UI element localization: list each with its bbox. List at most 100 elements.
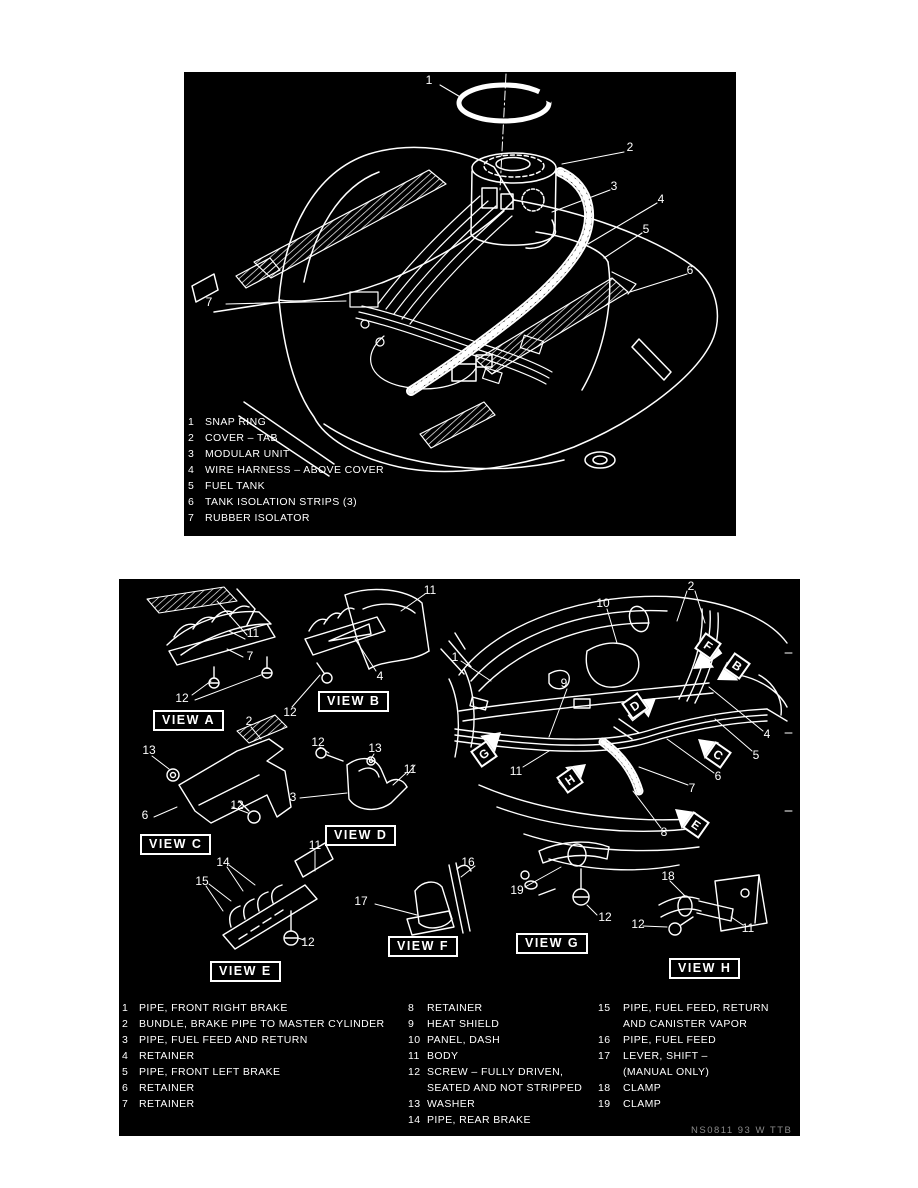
legend-label: CLAMP — [623, 1098, 662, 1110]
view-c-label: VIEW C — [140, 834, 212, 855]
legend-num: 12 — [408, 1066, 421, 1078]
legend-num: 7 — [188, 512, 195, 524]
legend-num: 2 — [122, 1018, 129, 1030]
legend-num: 7 — [122, 1098, 129, 1110]
legend-label: RETAINER — [139, 1050, 195, 1062]
view-f-label: VIEW F — [388, 936, 459, 957]
legend-label: PIPE, FRONT LEFT BRAKE — [139, 1066, 281, 1078]
callout-12: 12 — [283, 705, 297, 719]
callout-12: 12 — [301, 935, 315, 949]
legend-label: WIRE HARNESS – ABOVE COVER — [205, 464, 385, 476]
view-h-label: VIEW H — [669, 958, 741, 979]
legend-label: BUNDLE, BRAKE PIPE TO MASTER CYLINDER — [139, 1018, 385, 1030]
legend-num: 15 — [598, 1002, 611, 1014]
legend-num: 17 — [598, 1050, 611, 1062]
legend-label: PIPE, FRONT RIGHT BRAKE — [139, 1002, 288, 1014]
callout-1: 1 — [451, 650, 459, 664]
legend-num: 9 — [408, 1018, 415, 1030]
legend-num: 16 — [598, 1034, 611, 1046]
legend-label: RETAINER — [139, 1098, 195, 1110]
legend-num: 4 — [188, 464, 195, 476]
callout-4: 4 — [376, 669, 384, 683]
callout-6: 6 — [141, 808, 149, 822]
callout-2: 2 — [626, 140, 634, 154]
callout-12: 12 — [311, 735, 325, 749]
view-a-label: VIEW A — [153, 710, 224, 731]
legend-row: 16 PIPE, FUEL FEED — [598, 1035, 716, 1046]
legend-label: SCREW – FULLY DRIVEN, — [427, 1066, 564, 1078]
legend-label: FUEL TANK — [205, 480, 266, 492]
legend-label: PIPE, FUEL FEED — [623, 1034, 717, 1046]
callout-1: 1 — [425, 73, 433, 87]
callout-12: 12 — [598, 910, 612, 924]
legend-num — [408, 1083, 427, 1094]
legend-row: 3 MODULAR UNIT — [188, 449, 290, 460]
legend-label: PIPE, FUEL FEED, RETURN — [623, 1002, 769, 1014]
legend-label: SEATED AND NOT STRIPPED — [427, 1082, 583, 1094]
legend-row: 7 RETAINER — [122, 1099, 195, 1110]
legend-label: HEAT SHIELD — [427, 1018, 500, 1030]
legend-row: 12 SCREW – FULLY DRIVEN, — [408, 1067, 563, 1078]
view-d-label: VIEW D — [325, 825, 397, 846]
legend-num: 6 — [122, 1082, 129, 1094]
callout-7: 7 — [246, 649, 254, 663]
legend-label: LEVER, SHIFT – — [623, 1050, 708, 1062]
legend-label: CLAMP — [623, 1082, 662, 1094]
legend-num: 11 — [408, 1050, 420, 1062]
legend-row: AND CANISTER VAPOR — [598, 1019, 747, 1030]
legend-row: 15 PIPE, FUEL FEED, RETURN — [598, 1003, 769, 1014]
callout-11: 11 — [423, 583, 437, 597]
legend-row: 17 LEVER, SHIFT – — [598, 1051, 708, 1062]
legend-num: 5 — [122, 1066, 129, 1078]
figure-reference-code: NS0811 93 W TTB — [691, 1125, 793, 1136]
callout-3: 3 — [289, 790, 297, 804]
legend-label: TANK ISOLATION STRIPS (3) — [205, 496, 357, 508]
legend-label: BODY — [427, 1050, 459, 1062]
callout-7: 7 — [205, 295, 213, 309]
callout-11: 11 — [246, 626, 260, 640]
legend-label: AND CANISTER VAPOR — [623, 1018, 748, 1030]
legend-label: RETAINER — [427, 1002, 483, 1014]
legend-label: MODULAR UNIT — [205, 448, 290, 460]
callout-12: 12 — [631, 917, 645, 931]
callout-5: 5 — [752, 748, 760, 762]
legend-row: 2 BUNDLE, BRAKE PIPE TO MASTER CYLINDER — [122, 1019, 384, 1030]
legend-num: 3 — [188, 448, 195, 460]
callout-2: 2 — [687, 579, 695, 593]
legend-num: 8 — [408, 1002, 415, 1014]
fuel-tank-illustration — [191, 73, 719, 477]
legend-num: 14 — [408, 1114, 421, 1126]
callout-12: 12 — [175, 691, 189, 705]
callout-11: 11 — [403, 762, 417, 776]
callout-8: 8 — [660, 825, 668, 839]
callout-12: 12 — [230, 798, 244, 812]
legend-label: PIPE, REAR BRAKE — [427, 1114, 531, 1126]
figure-brake-fuel-pipes: 11 7 12 11 4 12 13 2 12 6 12 13 11 3 14 … — [119, 579, 800, 1136]
legend-row: 8 RETAINER — [408, 1003, 483, 1014]
callout-16: 16 — [461, 855, 475, 869]
legend-row: 14 PIPE, REAR BRAKE — [408, 1115, 531, 1126]
legend-num: 1 — [188, 416, 195, 428]
callout-6: 6 — [686, 263, 694, 277]
callout-11: 11 — [308, 838, 322, 852]
legend-row: 9 HEAT SHIELD — [408, 1019, 499, 1030]
callout-14: 14 — [216, 855, 230, 869]
callout-10: 10 — [596, 596, 610, 610]
callout-9: 9 — [560, 676, 568, 690]
callout-19: 19 — [510, 883, 524, 897]
legend-num: 19 — [598, 1098, 611, 1110]
legend-row: 19 CLAMP — [598, 1099, 661, 1110]
legend-label: PANEL, DASH — [427, 1034, 501, 1046]
legend-row: (MANUAL ONLY) — [598, 1067, 709, 1078]
